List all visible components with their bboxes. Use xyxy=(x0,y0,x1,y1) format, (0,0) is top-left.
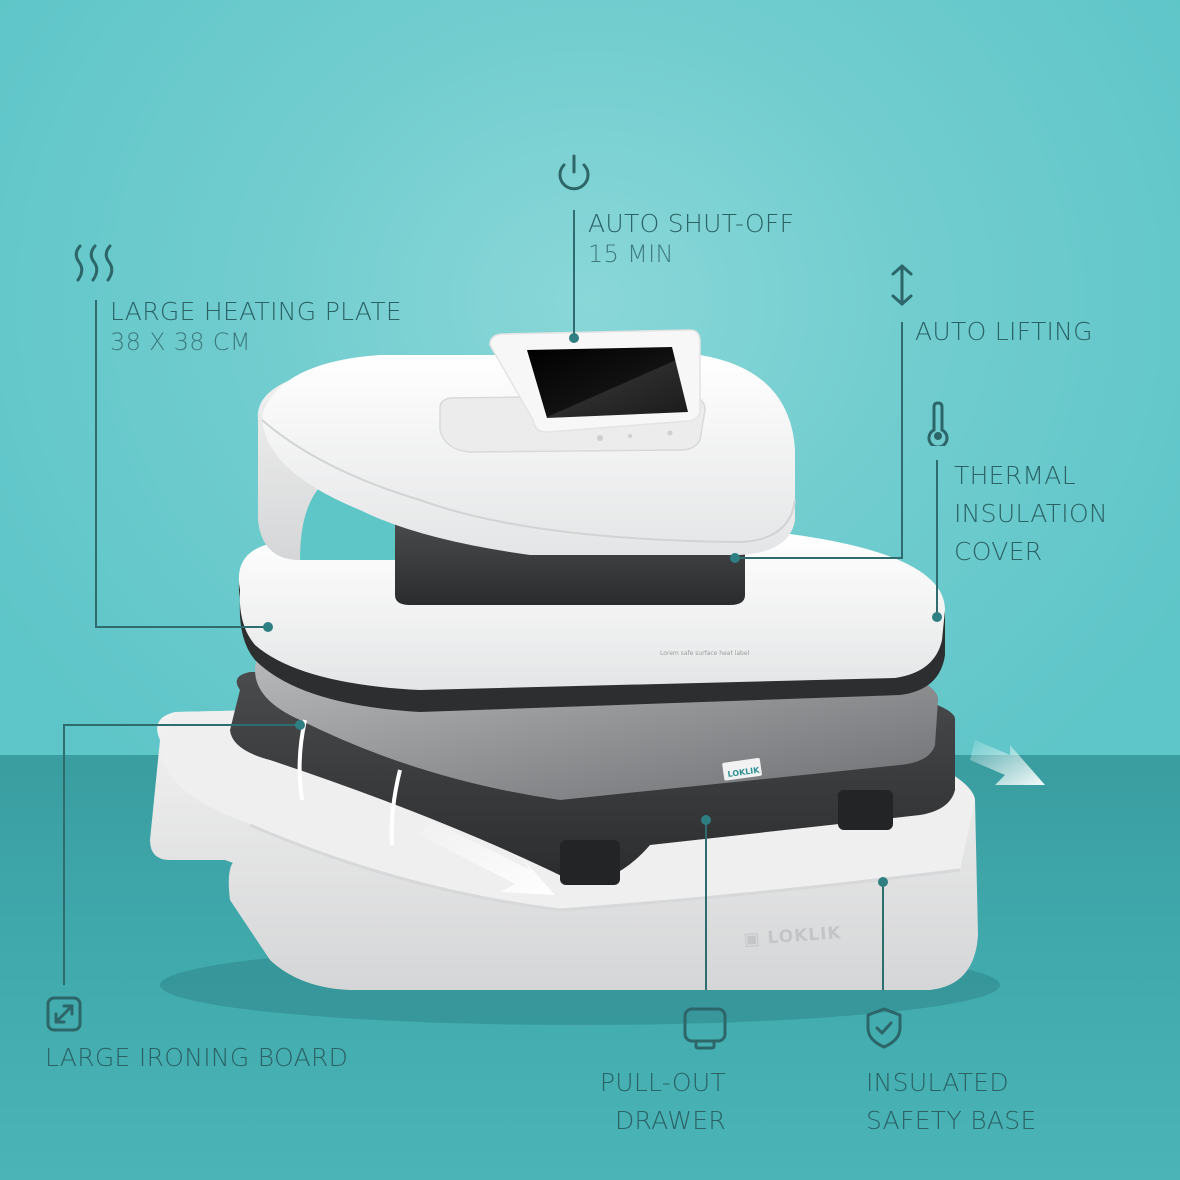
callout-title-line: PULL-OUT xyxy=(599,1068,726,1097)
expand-icon xyxy=(46,996,82,1032)
callout-auto-lifting: AUTO LIFTING xyxy=(915,316,1093,347)
callout-title-line: THERMAL xyxy=(954,461,1076,490)
callout-title: LARGE IRONING BOARD xyxy=(45,1043,349,1072)
press-head-shape xyxy=(257,329,796,605)
drawer-motion-arrow xyxy=(420,820,555,895)
callout-ironing-board: LARGE IRONING BOARD xyxy=(45,1042,348,1073)
svg-text:Lorem safe surface heat label: Lorem safe surface heat label xyxy=(660,650,750,657)
callout-title: AUTO LIFTING xyxy=(915,317,1093,346)
drawer-icon xyxy=(683,1007,727,1050)
shield-check-icon xyxy=(866,1007,902,1049)
callout-title-line: DRAWER xyxy=(614,1106,726,1135)
callout-detail: 38 X 38 CM xyxy=(110,328,251,357)
callout-drawer: PULL-OUT DRAWER xyxy=(592,1064,726,1140)
callout-title-line: INSULATION xyxy=(954,499,1108,528)
callout-title-line: SAFETY BASE xyxy=(866,1106,1037,1135)
power-icon xyxy=(558,154,590,191)
thermometer-icon xyxy=(927,401,949,446)
callout-title-line: INSULATED xyxy=(866,1068,1009,1097)
heat-waves-icon xyxy=(74,244,114,282)
callout-heating-plate: LARGE HEATING PLATE 38 X 38 CM xyxy=(110,296,402,357)
callout-title: LARGE HEATING PLATE xyxy=(110,297,403,326)
callout-auto-shutoff: AUTO SHUT-OFF 15 MIN xyxy=(588,208,794,269)
board-motion-arrow xyxy=(970,740,1045,785)
vertical-arrows-icon xyxy=(891,264,913,306)
callout-title-line: COVER xyxy=(954,537,1043,566)
callout-detail: 15 MIN xyxy=(588,240,674,269)
callout-thermal-cover: THERMAL INSULATION COVER xyxy=(954,457,1108,571)
callout-safety-base: INSULATED SAFETY BASE xyxy=(866,1064,1037,1140)
callout-title: AUTO SHUT-OFF xyxy=(588,209,795,238)
